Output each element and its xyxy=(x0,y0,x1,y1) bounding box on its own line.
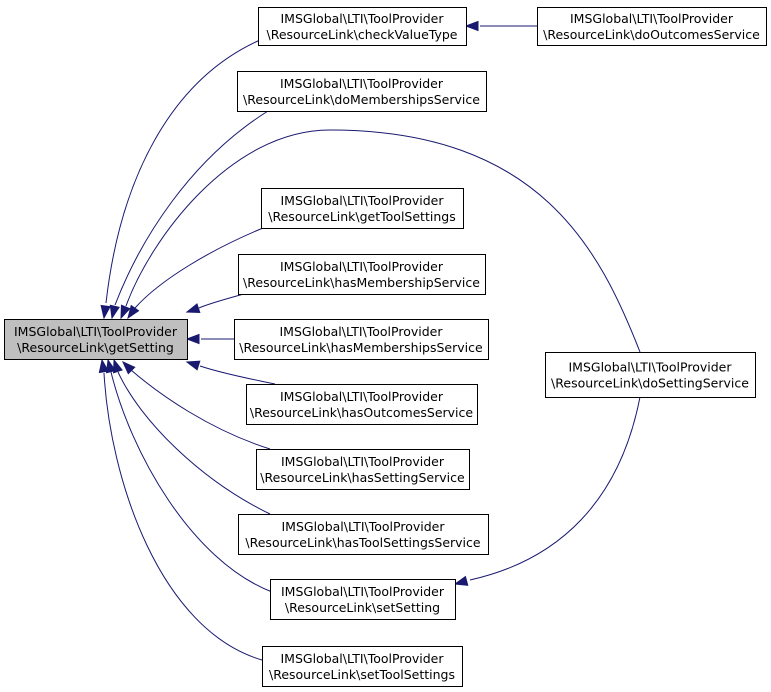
node-box[interactable] xyxy=(4,319,188,360)
node-box[interactable] xyxy=(537,7,767,46)
arrowhead-icon xyxy=(109,304,120,320)
edge-doOutcomesService-to-checkValueType xyxy=(464,20,537,32)
node-label-namespace: IMSGlobal\LTI\ToolProvider xyxy=(281,584,445,599)
edge-line xyxy=(134,227,264,309)
node-setSetting[interactable]: IMSGlobal\LTI\ToolProvider\ResourceLink\… xyxy=(270,579,456,620)
arrowhead-icon xyxy=(185,303,201,314)
node-hasMembershipService[interactable]: IMSGlobal\LTI\ToolProvider\ResourceLink\… xyxy=(238,254,486,295)
node-label-namespace: IMSGlobal\LTI\ToolProvider xyxy=(570,11,734,26)
edges-layer xyxy=(98,20,641,661)
node-label-namespace: IMSGlobal\LTI\ToolProvider xyxy=(280,76,444,91)
node-label-namespace: IMSGlobal\LTI\ToolProvider xyxy=(281,454,445,469)
edge-line xyxy=(469,396,641,581)
node-label-method: \ResourceLink\setSetting xyxy=(285,600,440,615)
node-doMembershipsService[interactable]: IMSGlobal\LTI\ToolProvider\ResourceLink\… xyxy=(237,71,487,112)
node-hasOutcomesService[interactable]: IMSGlobal\LTI\ToolProvider\ResourceLink\… xyxy=(246,384,478,425)
node-label-method: \ResourceLink\checkValueType xyxy=(267,27,458,42)
node-label-method: \ResourceLink\getToolSettings xyxy=(268,209,455,224)
node-box[interactable] xyxy=(258,7,467,46)
edge-line xyxy=(125,129,641,353)
arrowhead-icon xyxy=(112,358,123,374)
node-doSettingService[interactable]: IMSGlobal\LTI\ToolProvider\ResourceLink\… xyxy=(545,352,756,398)
node-box[interactable] xyxy=(261,188,464,229)
arrowhead-icon xyxy=(185,333,200,345)
node-hasSettingService[interactable]: IMSGlobal\LTI\ToolProvider\ResourceLink\… xyxy=(256,449,470,490)
node-setToolSettings[interactable]: IMSGlobal\LTI\ToolProvider\ResourceLink\… xyxy=(262,646,463,687)
node-label-namespace: IMSGlobal\LTI\ToolProvider xyxy=(279,324,443,339)
edge-hasSettingService-to-getSetting xyxy=(121,360,271,450)
node-label-namespace: IMSGlobal\LTI\ToolProvider xyxy=(280,651,444,666)
edge-line xyxy=(114,110,269,306)
node-label-namespace: IMSGlobal\LTI\ToolProvider xyxy=(281,519,445,534)
node-label-namespace: IMSGlobal\LTI\ToolProvider xyxy=(280,193,444,208)
node-checkValueType[interactable]: IMSGlobal\LTI\ToolProvider\ResourceLink\… xyxy=(258,7,467,46)
arrowhead-icon xyxy=(464,20,479,32)
node-box[interactable] xyxy=(234,319,489,360)
edge-getToolSettings-to-getSetting xyxy=(127,227,264,320)
arrowhead-icon xyxy=(127,304,140,320)
node-hasToolSettingsService[interactable]: IMSGlobal\LTI\ToolProvider\ResourceLink\… xyxy=(238,514,489,555)
edge-line xyxy=(105,39,261,304)
edge-line xyxy=(103,372,263,661)
node-label-method: \ResourceLink\doMembershipsService xyxy=(243,92,480,107)
node-label-method: \ResourceLink\doOutcomesService xyxy=(543,27,760,42)
node-box[interactable] xyxy=(246,384,478,425)
node-label-method: \ResourceLink\setToolSettings xyxy=(269,667,455,682)
node-box[interactable] xyxy=(238,514,489,555)
node-label-namespace: IMSGlobal\LTI\ToolProvider xyxy=(14,324,178,339)
edge-hasToolSettingsService-to-getSetting xyxy=(112,358,271,515)
arrowhead-icon xyxy=(185,360,201,371)
arrowhead-icon xyxy=(100,304,111,320)
edge-line xyxy=(110,371,273,593)
edge-setSetting-to-getSetting xyxy=(105,358,273,593)
node-label-method: \ResourceLink\getSetting xyxy=(17,340,174,355)
arrowhead-icon xyxy=(105,358,117,374)
nodes-layer: IMSGlobal\LTI\ToolProvider\ResourceLink\… xyxy=(4,7,767,687)
arrowhead-icon xyxy=(121,360,136,375)
arrowhead-icon xyxy=(453,575,469,586)
arrowhead-icon xyxy=(98,358,110,374)
node-box[interactable] xyxy=(237,71,487,112)
edge-hasOutcomesService-to-getSetting xyxy=(185,360,276,385)
node-label-method: \ResourceLink\hasSettingService xyxy=(260,470,465,485)
node-box[interactable] xyxy=(262,646,463,687)
node-hasMembershipsService[interactable]: IMSGlobal\LTI\ToolProvider\ResourceLink\… xyxy=(234,319,489,360)
node-label-namespace: IMSGlobal\LTI\ToolProvider xyxy=(280,389,444,404)
node-getToolSettings[interactable]: IMSGlobal\LTI\ToolProvider\ResourceLink\… xyxy=(261,188,464,229)
edge-line xyxy=(117,371,271,515)
node-box[interactable] xyxy=(545,352,756,398)
edge-line xyxy=(130,369,271,450)
node-label-method: \ResourceLink\hasOutcomesService xyxy=(250,405,474,420)
arrowhead-icon xyxy=(120,304,131,320)
node-box[interactable] xyxy=(270,579,456,620)
node-label-method: \ResourceLink\hasMembershipsService xyxy=(239,340,483,355)
node-label-method: \ResourceLink\doSettingService xyxy=(551,376,749,391)
node-label-namespace: IMSGlobal\LTI\ToolProvider xyxy=(568,360,732,375)
edge-doSettingService-to-setSetting xyxy=(453,396,641,586)
node-label-namespace: IMSGlobal\LTI\ToolProvider xyxy=(280,259,444,274)
edge-doMembershipsService-to-getSetting xyxy=(109,110,269,320)
edge-hasMembershipsService-to-getSetting xyxy=(185,333,234,345)
node-label-method: \ResourceLink\hasMembershipService xyxy=(243,275,480,290)
edge-setToolSettings-to-getSetting xyxy=(98,358,263,661)
node-label-method: \ResourceLink\hasToolSettingsService xyxy=(245,535,480,550)
edge-doSettingService-to-getSetting xyxy=(120,129,641,353)
node-label-namespace: IMSGlobal\LTI\ToolProvider xyxy=(280,11,444,26)
node-getSetting[interactable]: IMSGlobal\LTI\ToolProvider\ResourceLink\… xyxy=(4,319,188,360)
node-box[interactable] xyxy=(238,254,486,295)
node-box[interactable] xyxy=(256,449,470,490)
edge-line xyxy=(199,365,276,385)
node-doOutcomesService[interactable]: IMSGlobal\LTI\ToolProvider\ResourceLink\… xyxy=(537,7,767,46)
edge-checkValueType-to-getSetting xyxy=(100,39,261,320)
